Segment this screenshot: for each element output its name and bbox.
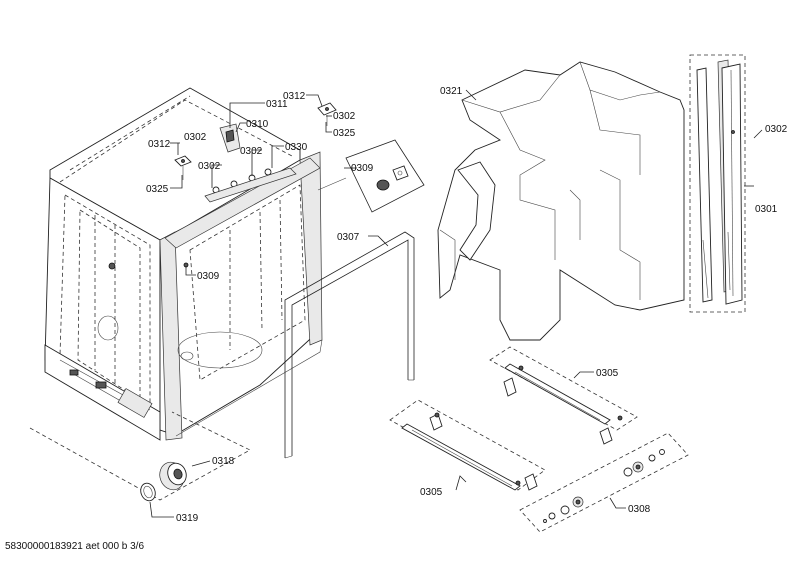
- label-0312-left: 0312: [148, 139, 171, 150]
- callout-labels: 0311 0310 0312 0302 0325 0302 0302 0330 …: [146, 86, 788, 524]
- label-0305-upper: 0305: [596, 368, 619, 379]
- label-0311: 0311: [266, 99, 288, 110]
- part-0309-detail-box: [317, 139, 425, 213]
- part-0307-seal: [284, 231, 415, 459]
- label-0302-strip: 0302: [765, 124, 788, 135]
- label-0310: 0310: [246, 119, 269, 130]
- label-0325-right: 0325: [333, 128, 356, 139]
- label-0319: 0319: [176, 513, 199, 524]
- part-0321-insulation: [437, 61, 685, 341]
- label-0302-mid: 0302: [198, 161, 221, 172]
- part-0305-rail-lower: [389, 399, 546, 491]
- label-0321: 0321: [440, 86, 463, 97]
- part-0318-0319-pump: [140, 461, 187, 502]
- label-0330: 0330: [285, 142, 308, 153]
- label-0305-lower: 0305: [420, 487, 443, 498]
- label-0309-tub: 0309: [197, 271, 220, 282]
- diagram-reference-footer: 58300000183921 aet 000 b 3/6: [5, 541, 145, 552]
- leader-pump: [29, 411, 251, 501]
- label-0302-center: 0302: [240, 146, 263, 157]
- part-0308-roller-kit: [519, 432, 689, 533]
- label-0302-left-top: 0302: [184, 132, 207, 143]
- label-0308: 0308: [628, 504, 651, 515]
- label-0309-box: 0309: [351, 163, 374, 174]
- part-0305-rail-upper: [489, 346, 638, 445]
- part-0301-side-strips: [689, 54, 746, 313]
- label-0307: 0307: [337, 232, 360, 243]
- label-0302-right: 0302: [333, 111, 356, 122]
- tub-assembly: [44, 87, 323, 441]
- label-0325-left: 0325: [146, 184, 169, 195]
- leader-lines: [149, 89, 763, 518]
- label-0312-right: 0312: [283, 91, 306, 102]
- label-0301: 0301: [755, 204, 778, 215]
- label-0318: 0318: [212, 456, 235, 467]
- top-brackets: [174, 102, 337, 203]
